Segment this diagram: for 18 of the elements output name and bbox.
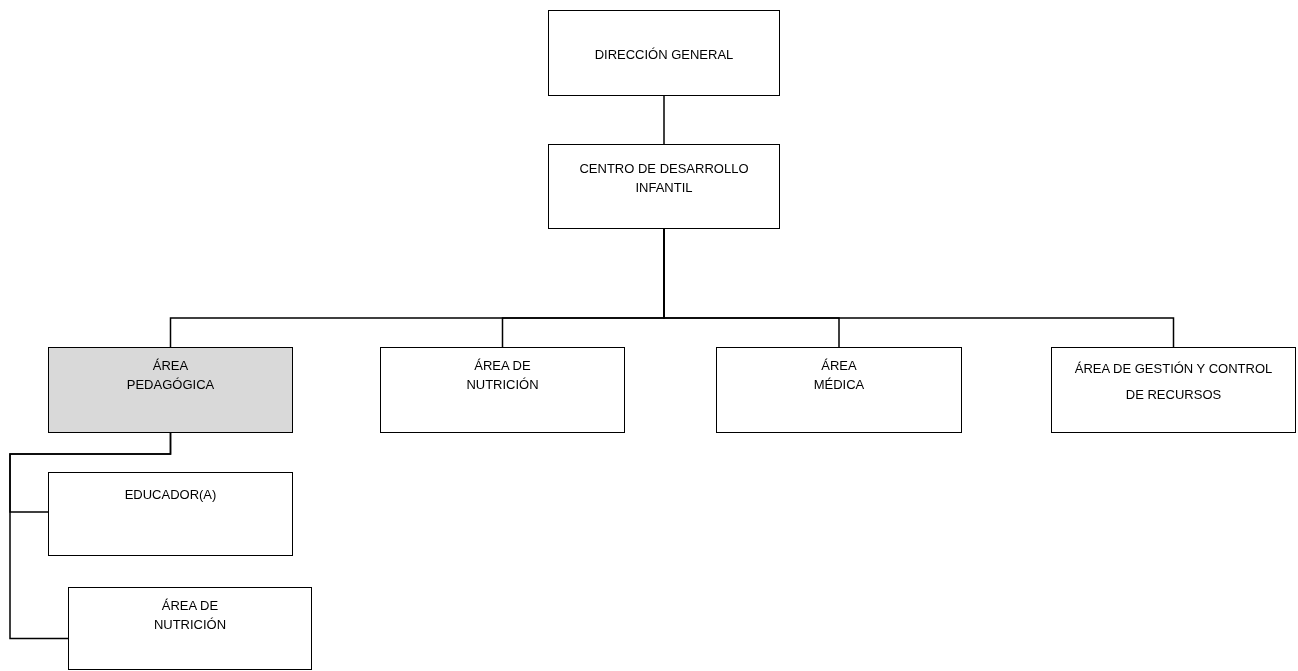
box-label: ÁREA PEDAGÓGICA [125, 357, 216, 394]
org-box [380, 347, 625, 433]
org-box [548, 10, 780, 96]
org-box [48, 347, 293, 433]
box-label: EDUCADOR(A) [123, 486, 218, 504]
box-label: DIRECCIÓN GENERAL [593, 46, 735, 64]
connector-line [663, 95, 665, 145]
box-label: ÁREA DE NUTRICIÓN [152, 597, 228, 634]
box-label: CENTRO DE DESARROLLO INFANTIL [578, 160, 750, 197]
org-box [548, 144, 780, 229]
box-label: ÁREA DE NUTRICIÓN [465, 357, 540, 394]
org-box [1051, 347, 1296, 433]
connector-line [9, 432, 172, 640]
org-box [48, 472, 293, 556]
org-box [716, 347, 962, 433]
box-label: ÁREA DE GESTIÓN Y CONTROL DE RECURSOS [1073, 360, 1274, 404]
box-label: ÁREA MÉDICA [812, 357, 866, 394]
org-box [68, 587, 312, 670]
